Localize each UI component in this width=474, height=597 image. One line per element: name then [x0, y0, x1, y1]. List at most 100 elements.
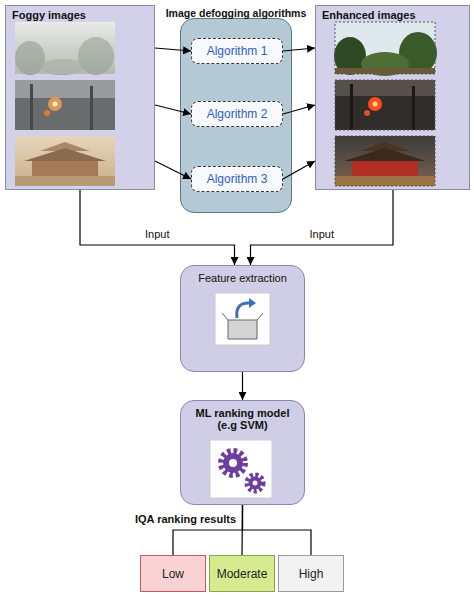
box-flap — [257, 313, 263, 320]
extraction-icon — [215, 293, 270, 345]
algorithm-box: Algorithm 3 — [191, 166, 283, 192]
light — [364, 110, 370, 116]
image-ground — [335, 136, 435, 186]
edge-label: Input — [310, 228, 334, 240]
title-holder: Image defogging algorithms — [136, 3, 336, 21]
algorithm-box: Algorithm 2 — [191, 101, 283, 127]
model-box: ML ranking model (e.g SVM) — [180, 400, 305, 505]
gear-teeth — [247, 475, 263, 491]
image-ground — [335, 80, 435, 130]
connector — [80, 190, 235, 265]
image-frame — [335, 22, 435, 74]
enhanced-forest-image — [334, 22, 437, 76]
box-title: Enhanced images — [316, 6, 469, 24]
box-label: Algorithm 1 — [207, 44, 268, 58]
section-label: IQA ranking results — [135, 513, 236, 525]
edge-label-holder: Input — [310, 224, 334, 242]
light — [373, 102, 378, 107]
foggy-street-image — [15, 80, 115, 130]
bush — [40, 59, 84, 75]
building — [32, 161, 98, 176]
light-glow — [368, 97, 382, 111]
box-label: High — [299, 567, 324, 581]
connector — [242, 372, 243, 400]
image-ground — [15, 80, 115, 130]
pole — [90, 86, 93, 130]
algorithm-panel: Algorithm 1Algorithm 2Algorithm 3Image d… — [180, 18, 292, 213]
tree — [399, 32, 437, 74]
mist — [15, 22, 115, 74]
gear-teeth — [221, 451, 245, 475]
tree — [15, 41, 45, 75]
icon-tile — [210, 440, 272, 498]
image-ground — [15, 22, 115, 74]
foggy-palace-image — [15, 136, 115, 186]
image-frame — [335, 136, 435, 186]
box-flap — [222, 313, 228, 320]
edge-label: Input — [145, 228, 169, 240]
label-holder: IQA ranking results — [135, 509, 236, 527]
connector — [241, 505, 243, 555]
icon-tile — [215, 293, 270, 345]
upper-roof — [360, 142, 410, 151]
gear-hole — [229, 459, 237, 467]
ground — [15, 176, 115, 186]
connector — [251, 190, 394, 265]
box-title: Feature extraction — [189, 272, 296, 284]
connector — [283, 105, 315, 114]
output-panel: Enhanced images — [315, 5, 470, 190]
box-label: Moderate — [217, 567, 268, 581]
image-ground — [335, 22, 435, 74]
box-title: Foggy images — [6, 6, 154, 24]
algorithm-box: Algorithm 1 — [191, 38, 283, 64]
tree — [334, 37, 366, 75]
connector — [155, 161, 191, 179]
extract-arrowhead — [249, 298, 256, 308]
box-label: Algorithm 2 — [207, 107, 268, 121]
open-box — [228, 320, 257, 339]
upper-roof — [40, 142, 90, 151]
gear — [249, 477, 262, 490]
enhanced-street-image — [335, 80, 435, 130]
box-label: Algorithm 3 — [207, 172, 268, 186]
gear — [223, 453, 243, 473]
pole — [350, 84, 353, 130]
connector — [243, 505, 312, 555]
ground — [335, 176, 435, 186]
box-title: Image defogging algorithms — [166, 7, 307, 19]
result-box: Moderate — [209, 555, 275, 592]
light — [53, 102, 58, 107]
image-frame — [335, 80, 435, 130]
box-title: ML ranking model (e.g SVM) — [189, 407, 296, 431]
edge-label-holder: Input — [145, 224, 169, 242]
result-box: Low — [140, 555, 206, 592]
connector — [155, 105, 191, 114]
enhanced-palace-image — [335, 136, 435, 186]
sky — [335, 80, 435, 96]
building — [352, 161, 418, 176]
process-box: Feature extraction — [180, 265, 305, 372]
connector — [283, 161, 315, 179]
tree — [78, 37, 114, 75]
connector — [283, 48, 315, 51]
light-glow — [48, 97, 62, 111]
connector — [173, 505, 243, 555]
pole — [30, 84, 33, 130]
box-label: Low — [162, 567, 184, 581]
bush — [361, 52, 409, 76]
sky — [15, 80, 115, 98]
connector — [155, 48, 191, 51]
image-ground — [15, 136, 115, 186]
roof — [344, 148, 426, 161]
result-box: High — [278, 555, 344, 592]
gears-icon — [210, 440, 272, 498]
extract-arrow — [237, 303, 250, 318]
pole — [412, 86, 415, 130]
input-panel: Foggy images — [5, 5, 155, 190]
light — [44, 110, 50, 116]
roof — [24, 148, 106, 161]
